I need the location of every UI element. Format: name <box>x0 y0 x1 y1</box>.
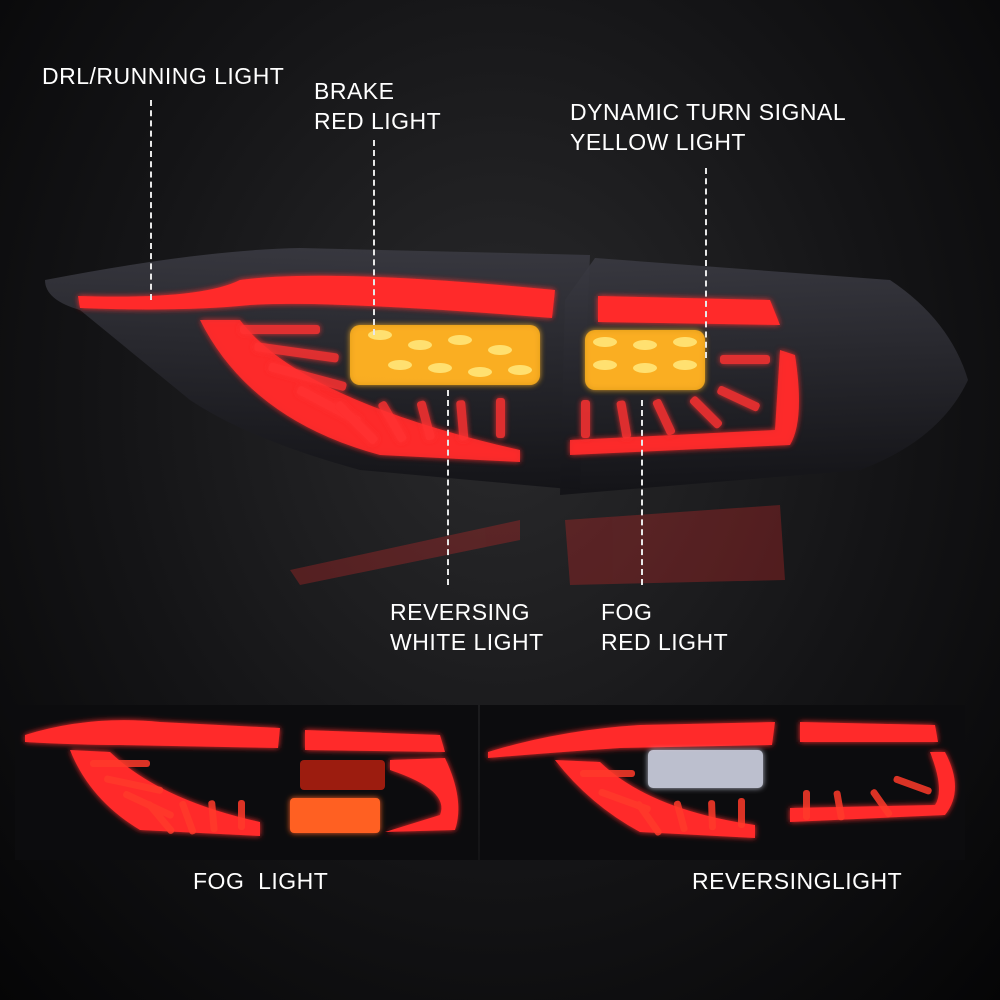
fog-label: FOG RED LIGHT <box>601 597 728 657</box>
turn-label-line2: YELLOW LIGHT <box>570 129 746 155</box>
turn-pointer-line <box>705 168 707 358</box>
brake-label-line2: RED LIGHT <box>314 108 442 134</box>
reversing-label: REVERSING WHITE LIGHT <box>390 597 544 657</box>
drl-label-line1: DRL/RUNNING LIGHT <box>42 63 285 89</box>
fog-label-line1: FOG <box>601 599 653 625</box>
reversing-pointer-line <box>447 390 449 585</box>
drl-pointer-line <box>150 100 152 300</box>
main-tail-light <box>45 248 968 585</box>
brake-label: BRAKE RED LIGHT <box>314 76 441 136</box>
drl-label: DRL/RUNNING LIGHT <box>42 61 284 91</box>
brake-pointer-line <box>373 140 375 335</box>
fog-light-photo <box>15 705 478 860</box>
reversing-light-photo <box>480 705 965 860</box>
fog-pointer-line <box>641 400 643 585</box>
turn-signal-label: DYNAMIC TURN SIGNAL YELLOW LIGHT <box>570 97 846 157</box>
reversing-label-line1: REVERSING <box>390 599 530 625</box>
fog-light-caption: FOG LIGHT <box>193 868 329 894</box>
reversing-label-line2: WHITE LIGHT <box>390 629 544 655</box>
fog-label-line2: RED LIGHT <box>601 629 729 655</box>
reversing-light-caption: REVERSINGLIGHT <box>692 868 903 894</box>
turn-label-line1: DYNAMIC TURN SIGNAL <box>570 99 847 125</box>
brake-label-line1: BRAKE <box>314 78 395 104</box>
